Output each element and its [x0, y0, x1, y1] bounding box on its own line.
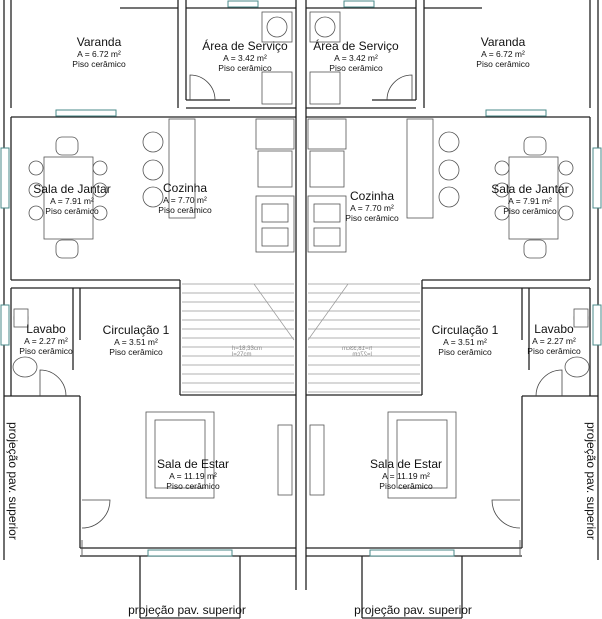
room-floor: Piso cerâmico — [438, 346, 492, 357]
stair-riser-note: h=18,33cm — [232, 346, 262, 352]
stair-cut-line — [307, 283, 349, 341]
room-label-cozinha-right: Cozinha A = 7.70 m² Piso cerâmico — [345, 190, 398, 222]
room-floor: Piso cerâmico — [72, 58, 126, 69]
room-area: A = 7.91 m² — [508, 196, 552, 206]
room-area: A = 3.51 m² — [443, 337, 487, 347]
stair-cut-line — [253, 283, 295, 341]
stair-tread-note: l=27cm — [232, 352, 252, 358]
room-area: A = 3.42 m² — [334, 53, 378, 63]
room-name: Circulação 1 — [102, 323, 170, 337]
room-label-estar-left: Sala de Estar A = 11.19 m² Piso cerâmico — [157, 458, 229, 490]
room-floor: Piso cerâmico — [329, 62, 383, 73]
room-name: Sala de Jantar — [491, 182, 569, 196]
left-stairs — [182, 283, 295, 393]
room-area: A = 2.27 m² — [532, 336, 576, 346]
projection-note-side-right: projeção pav. superior — [584, 422, 598, 540]
room-name: Circulação 1 — [431, 323, 499, 337]
projection-note-side-left: projeção pav. superior — [6, 422, 20, 540]
room-floor: Piso cerâmico — [109, 346, 163, 357]
right-furniture — [307, 11, 590, 499]
projection-note-bottom-left: projeção pav. superior — [128, 603, 246, 617]
room-area: A = 11.19 m² — [169, 471, 217, 481]
room-area: A = 7.70 m² — [350, 203, 394, 213]
room-floor: Piso cerâmico — [379, 480, 433, 491]
room-area: A = 3.42 m² — [223, 53, 267, 63]
room-label-varanda-left: Varanda A = 6.72 m² Piso cerâmico — [72, 36, 125, 68]
stair-note-right: h=18,33cm l=27cm — [342, 346, 372, 358]
room-name: Área de Serviço — [313, 39, 399, 53]
stair-note-left: h=18,33cm l=27cm — [232, 346, 262, 358]
room-area: A = 2.27 m² — [24, 336, 68, 346]
room-area: A = 11.19 m² — [382, 471, 430, 481]
left-furniture — [12, 11, 295, 499]
room-floor: Piso cerâmico — [345, 212, 399, 223]
room-floor: Piso cerâmico — [503, 205, 557, 216]
doors — [39, 74, 563, 555]
room-floor: Piso cerâmico — [527, 345, 581, 356]
room-label-servico-right: Área de Serviço A = 3.42 m² Piso cerâmic… — [313, 40, 398, 72]
right-stairs — [307, 283, 420, 393]
room-label-varanda-right: Varanda A = 6.72 m² Piso cerâmico — [476, 36, 529, 68]
room-label-jantar-right: Sala de Jantar A = 7.91 m² Piso cerâmico — [491, 183, 568, 215]
room-label-estar-right: Sala de Estar A = 11.19 m² Piso cerâmico — [370, 458, 442, 490]
room-label-lavabo-left: Lavabo A = 2.27 m² Piso cerâmico — [19, 323, 72, 355]
room-area: A = 6.72 m² — [77, 49, 121, 59]
room-label-servico-left: Área de Serviço A = 3.42 m² Piso cerâmic… — [202, 40, 287, 72]
windows — [0, 0, 602, 557]
room-area: A = 7.70 m² — [163, 195, 207, 205]
room-name: Varanda — [480, 35, 526, 49]
room-floor: Piso cerâmico — [218, 62, 272, 73]
right-unit-walls — [305, 0, 599, 619]
room-floor: Piso cerâmico — [19, 345, 73, 356]
room-name: Lavabo — [534, 322, 574, 336]
room-floor: Piso cerâmico — [45, 205, 99, 216]
room-name: Sala de Jantar — [33, 182, 111, 196]
room-name: Sala de Estar — [156, 457, 230, 471]
room-label-circulacao-right: Circulação 1 A = 3.51 m² Piso cerâmico — [432, 324, 499, 356]
stair-tread-note: l=27cm — [352, 352, 372, 358]
room-label-cozinha-left: Cozinha A = 7.70 m² Piso cerâmico — [158, 182, 211, 214]
room-label-lavabo-right: Lavabo A = 2.27 m² Piso cerâmico — [527, 323, 580, 355]
room-floor: Piso cerâmico — [158, 204, 212, 215]
room-floor: Piso cerâmico — [166, 480, 220, 491]
room-area: A = 7.91 m² — [50, 196, 94, 206]
room-name: Área de Serviço — [202, 39, 288, 53]
room-area: A = 6.72 m² — [481, 49, 525, 59]
room-name: Varanda — [76, 35, 122, 49]
room-name: Cozinha — [349, 189, 395, 203]
room-label-circulacao-left: Circulação 1 A = 3.51 m² Piso cerâmico — [103, 324, 170, 356]
room-label-jantar-left: Sala de Jantar A = 7.91 m² Piso cerâmico — [33, 183, 110, 215]
projection-note-bottom-right: projeção pav. superior — [354, 603, 472, 617]
room-name: Lavabo — [26, 322, 66, 336]
room-name: Sala de Estar — [369, 457, 443, 471]
room-area: A = 3.51 m² — [114, 337, 158, 347]
left-unit-walls — [3, 0, 297, 619]
room-floor: Piso cerâmico — [476, 58, 530, 69]
room-name: Cozinha — [162, 181, 208, 195]
